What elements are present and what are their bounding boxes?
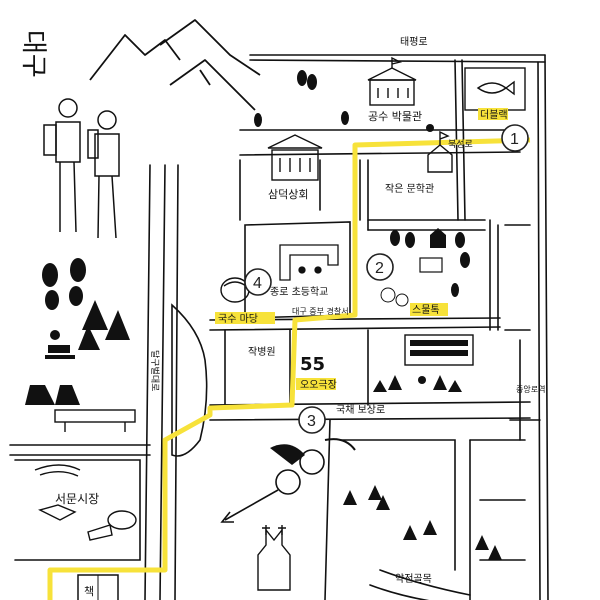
label-chungjeong: 국채 보상로	[336, 404, 385, 416]
book-label: 책	[84, 585, 94, 598]
label-seomun: 서문시장	[55, 492, 99, 506]
svg-text:4: 4	[253, 275, 262, 292]
highlight-ring	[410, 303, 448, 316]
market-items-icon	[34, 464, 137, 541]
label-top-road: 태평로	[400, 36, 428, 48]
tree-icons-lower-right	[343, 485, 502, 560]
label-ring: 스물톡	[412, 304, 440, 316]
highlight-gugmin	[215, 312, 275, 324]
badge-55: 55	[300, 354, 325, 375]
park-block-icon	[380, 228, 470, 307]
city-title: 대구	[18, 30, 48, 78]
streets	[9, 54, 549, 600]
school-icon	[279, 244, 339, 281]
badge-3[interactable]: 3	[298, 406, 326, 434]
tree-icons-top	[254, 70, 434, 132]
hikers-icon	[43, 98, 120, 239]
mountains-icon	[89, 19, 261, 111]
bench-row	[54, 409, 136, 432]
badge-2[interactable]: 2	[366, 253, 394, 281]
svg-text:2: 2	[375, 260, 384, 277]
highlight-ooyeong	[296, 378, 336, 390]
fish-icon	[464, 67, 526, 111]
route-path	[47, 137, 531, 600]
badge-1[interactable]: 1	[501, 124, 529, 152]
label-theater: 작은 문학관	[385, 183, 434, 195]
dark-building-icon	[404, 334, 474, 366]
label-jungang: 중앙로역	[516, 384, 545, 394]
label-ooyeong: 오오극장	[300, 379, 337, 391]
church-icon	[257, 525, 291, 591]
label-dalgubeol: 달구벌대로	[149, 350, 161, 391]
label-gugmin: 국수 마당	[218, 313, 258, 325]
book-icon: 책	[77, 574, 119, 600]
badge-4[interactable]: 4	[244, 268, 272, 296]
label-museum: 공수 박물관	[368, 110, 422, 123]
theater-building-icon	[427, 130, 453, 173]
samdeok-building-icon	[267, 134, 323, 181]
label-suro: 북성로	[448, 139, 473, 150]
label-school: 종로 초등학교	[270, 286, 328, 298]
label-jakbyeong: 작병원	[248, 346, 276, 358]
tree-icons-left	[25, 258, 130, 405]
skateboarder-icon	[45, 330, 75, 359]
svg-text:1: 1	[510, 131, 519, 148]
label-yakjeon: 약전골목	[395, 573, 432, 585]
cyclist-icon	[220, 438, 356, 523]
label-dream: 더블랙	[480, 109, 508, 121]
museum-building-icon	[367, 56, 417, 106]
svg-text:3: 3	[307, 413, 316, 430]
label-samdeok: 삼덕상회	[268, 188, 308, 201]
highlight-dream	[478, 108, 508, 120]
tree-icons-center	[373, 375, 462, 392]
label-police: 대구 중부 경찰서	[292, 306, 349, 316]
